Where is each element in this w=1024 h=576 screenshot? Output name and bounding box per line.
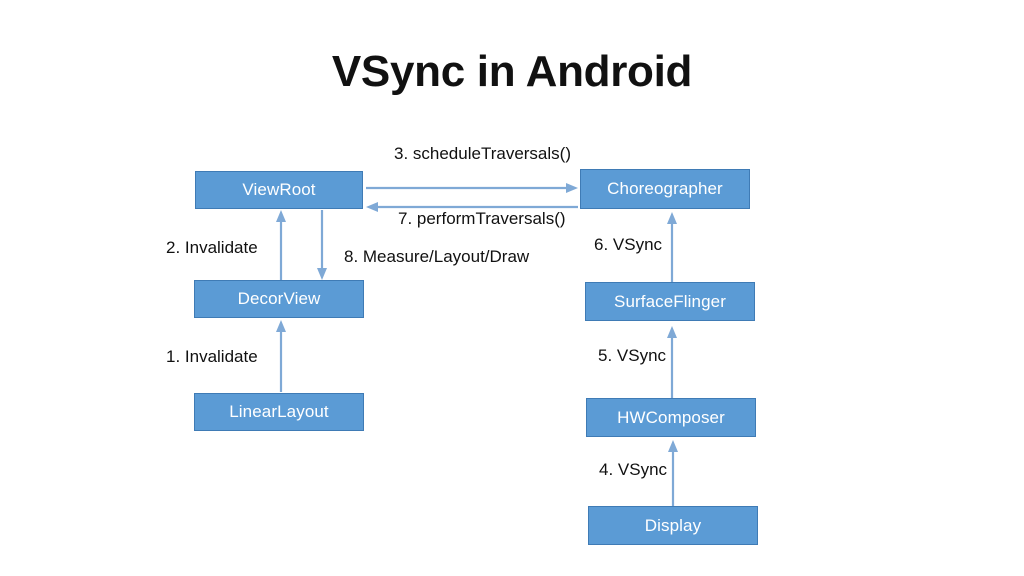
arrow-vsync-4 (668, 440, 678, 508)
edge-label-vsync-4: 4. VSync (599, 460, 668, 479)
arrow-invalidate-2 (276, 210, 286, 280)
arrow-perform-traversals (366, 202, 578, 212)
edge-label-measure-layout-draw: 8. Measure/Layout/Draw (344, 247, 530, 266)
page-title: VSync in Android (331, 47, 693, 96)
arrow-vsync-5 (667, 326, 677, 398)
node-decorview[interactable]: DecorView (194, 280, 364, 318)
edge-label-invalidate-2: 2. Invalidate (166, 238, 258, 257)
node-hwcomposer[interactable]: HWComposer (586, 398, 756, 437)
edge-label-vsync-6: 6. VSync (594, 235, 663, 254)
node-linearlayout[interactable]: LinearLayout (194, 393, 364, 431)
node-display[interactable]: Display (588, 506, 758, 545)
arrow-vsync-6 (667, 212, 677, 282)
node-surfaceflinger[interactable]: SurfaceFlinger (585, 282, 755, 321)
edge-label-perform-traversals: 7. performTraversals() (398, 209, 566, 228)
node-viewroot[interactable]: ViewRoot (195, 171, 363, 209)
node-choreographer[interactable]: Choreographer (580, 169, 750, 209)
arrow-measure-layout-draw (317, 210, 327, 280)
edge-label-schedule-traversals: 3. scheduleTraversals() (394, 144, 571, 163)
arrow-schedule-traversals (366, 183, 578, 193)
edge-label-invalidate-1: 1. Invalidate (166, 347, 258, 366)
arrow-invalidate-1 (276, 320, 286, 392)
edge-label-vsync-5: 5. VSync (598, 346, 667, 365)
